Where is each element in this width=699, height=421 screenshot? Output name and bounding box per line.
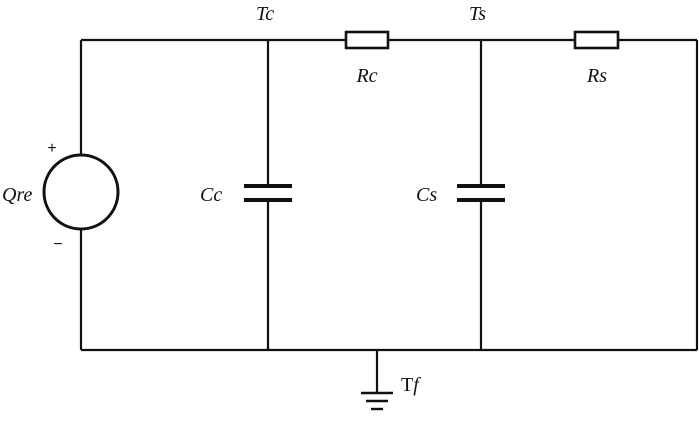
node-tf-label-sub: f <box>413 374 421 396</box>
resistor-rs-body <box>573 30 620 50</box>
resistor-rs: Rs <box>573 30 620 87</box>
ground-symbol: Tf <box>361 374 421 411</box>
resistor-rs-label: Rs <box>586 65 607 87</box>
heat-source-icon <box>42 153 120 231</box>
node-tc-label: Tc <box>256 3 274 25</box>
capacitor-cc: Cc <box>200 184 292 206</box>
source-negative-sign: − <box>53 236 62 253</box>
heat-source: + − Qre <box>2 140 120 253</box>
capacitor-cs: Cs <box>416 184 505 206</box>
node-tf-label: Tf <box>401 374 421 396</box>
circuit-wires <box>79 38 699 393</box>
capacitor-cs-label: Cs <box>416 184 437 206</box>
heat-source-label: Qre <box>2 184 32 206</box>
resistor-rc-body <box>344 30 390 50</box>
resistor-rc: Rc <box>344 30 390 87</box>
node-ts-label: Ts <box>469 3 486 25</box>
capacitor-cc-label: Cc <box>200 184 222 206</box>
source-positive-sign: + <box>47 140 56 157</box>
resistor-rc-label: Rc <box>355 65 377 87</box>
node-tf-label-main: T <box>401 374 413 396</box>
